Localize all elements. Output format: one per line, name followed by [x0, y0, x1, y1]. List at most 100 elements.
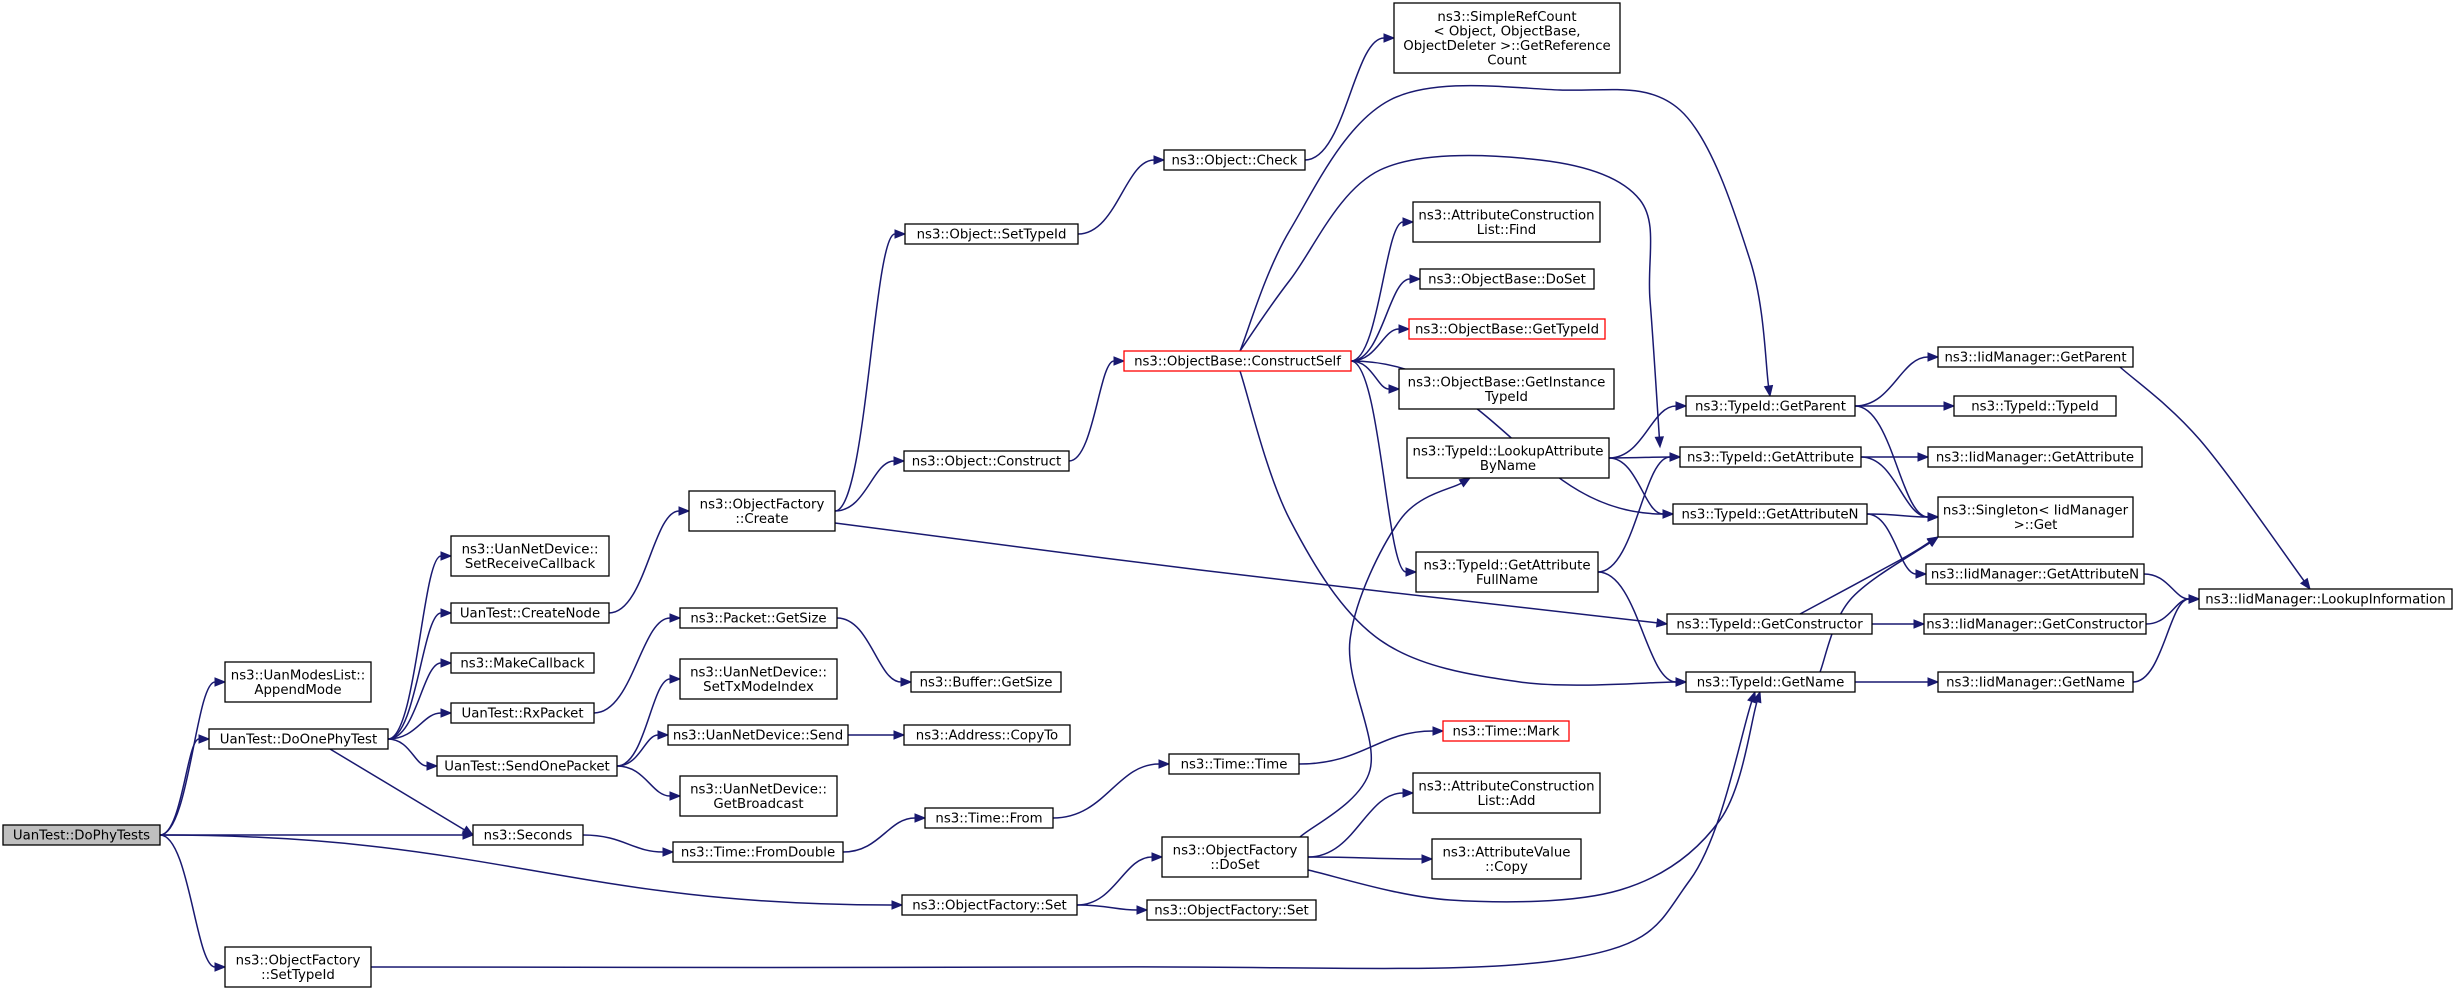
- node-label: ns3::UanModesList::: [231, 668, 365, 683]
- node-get-ref-count[interactable]: ns3::SimpleRefCount< Object, ObjectBase,…: [1393, 2, 1621, 74]
- node-iid-get-parent[interactable]: ns3::IidManager::GetParent: [1937, 346, 2134, 368]
- node-send-one[interactable]: UanTest::SendOnePacket: [436, 755, 618, 777]
- node-label: ns3::ObjectFactory::Set: [912, 899, 1066, 914]
- edge-arrowhead: [1409, 274, 1422, 284]
- node-label: UanTest::RxPacket: [461, 707, 583, 722]
- node-tid-get-attr-n[interactable]: ns3::TypeId::GetAttributeN: [1672, 503, 1868, 525]
- node-obj-check[interactable]: ns3::Object::Check: [1163, 149, 1306, 171]
- node-box: [679, 775, 838, 817]
- node-singleton-get[interactable]: ns3::Singleton< IidManager>::Get: [1937, 496, 2134, 538]
- node-ob-do-set[interactable]: ns3::ObjectBase::DoSet: [1419, 268, 1595, 290]
- edge-line: [2143, 573, 2190, 600]
- edge-line: [1068, 360, 1115, 462]
- node-set-tx-mode[interactable]: ns3::UanNetDevice::SetTxModeIndex: [679, 658, 838, 700]
- node-dev-send[interactable]: ns3::UanNetDevice::Send: [667, 724, 849, 746]
- edge-line: [159, 681, 216, 836]
- node-iid-get-name[interactable]: ns3::IidManager::GetName: [1937, 671, 2134, 693]
- edge-do-one-phy-to-seconds: [329, 748, 475, 836]
- node-obj-construct[interactable]: ns3::Object::Construct: [903, 450, 1070, 472]
- node-label: ns3::UanNetDevice::Send: [673, 729, 843, 744]
- node-label: ns3::TypeId::GetConstructor: [1676, 618, 1863, 633]
- node-box: [1123, 350, 1352, 372]
- node-buf-get-size[interactable]: ns3::Buffer::GetSize: [910, 671, 1062, 693]
- node-box: [1161, 836, 1309, 878]
- node-root[interactable]: UanTest::DoPhyTests: [2, 824, 161, 846]
- node-box: [1431, 838, 1582, 880]
- node-label: ByName: [1480, 459, 1536, 474]
- node-box: [1685, 671, 1856, 693]
- node-get-bcast[interactable]: ns3::UanNetDevice::GetBroadcast: [679, 775, 838, 817]
- node-box: [2, 824, 161, 846]
- node-addr-copy-to[interactable]: ns3::Address::CopyTo: [903, 724, 1071, 746]
- edge-arrowhead: [1763, 384, 1774, 398]
- node-box: [1406, 437, 1610, 479]
- node-iid-get-attr[interactable]: ns3::IidManager::GetAttribute: [1927, 446, 2143, 468]
- node-av-copy[interactable]: ns3::AttributeValue::Copy: [1431, 838, 1582, 880]
- edge-root-to-of-set: [159, 834, 904, 910]
- edge-line: [159, 834, 893, 906]
- node-obj-set-type-id[interactable]: ns3::Object::SetTypeId: [904, 223, 1079, 245]
- edge-line: [387, 612, 442, 740]
- edge-line: [616, 765, 671, 797]
- node-iid-lookup[interactable]: ns3::IidManager::LookupInformation: [2198, 588, 2453, 610]
- edge-arrowhead: [1662, 509, 1675, 519]
- edge-arrowhead: [440, 658, 453, 668]
- edge-arrowhead: [1654, 436, 1665, 449]
- node-construct-self[interactable]: ns3::ObjectBase::ConstructSelf: [1123, 350, 1352, 372]
- node-append-mode[interactable]: ns3::UanModesList::AppendMode: [224, 661, 372, 703]
- node-box: [450, 535, 610, 577]
- node-box: [224, 946, 372, 988]
- node-of-set[interactable]: ns3::ObjectFactory::Set: [901, 894, 1078, 916]
- node-time-from[interactable]: ns3::Time::From: [924, 807, 1054, 829]
- node-pkt-get-size[interactable]: ns3::Packet::GetSize: [679, 607, 838, 629]
- node-of-create[interactable]: ns3::ObjectFactory::Create: [688, 490, 836, 532]
- edge-lookup-attr-to-tid-get-attr-n: [1608, 457, 1675, 519]
- node-iid-get-ctor[interactable]: ns3::IidManager::GetConstructor: [1923, 613, 2147, 635]
- edge-arrowhead: [1927, 677, 1940, 687]
- node-label: ns3::IidManager::GetAttributeN: [1931, 568, 2139, 583]
- node-time-time[interactable]: ns3::Time::Time: [1168, 753, 1300, 775]
- node-tid-get-name[interactable]: ns3::TypeId::GetName: [1685, 671, 1856, 693]
- edge-arrowhead: [440, 708, 453, 718]
- node-tid-get-parent[interactable]: ns3::TypeId::GetParent: [1685, 395, 1856, 417]
- node-label: ns3::Singleton< IidManager: [1943, 503, 2129, 518]
- node-tid-get-ctor[interactable]: ns3::TypeId::GetConstructor: [1666, 613, 1873, 635]
- edge-line: [1239, 84, 1770, 387]
- node-box: [1419, 268, 1595, 290]
- node-create-node[interactable]: UanTest::CreateNode: [450, 602, 610, 624]
- node-time-mark[interactable]: ns3::Time::Mark: [1442, 720, 1570, 742]
- node-ob-get-type-id[interactable]: ns3::ObjectBase::GetTypeId: [1408, 318, 1606, 340]
- node-label: ns3::Time::Mark: [1452, 725, 1559, 740]
- edge-line: [1819, 542, 1931, 673]
- edge-of-set-to-of-do-set: [1076, 852, 1164, 906]
- edge-obj-construct-to-construct-self: [1068, 356, 1126, 462]
- node-tid-type-id[interactable]: ns3::TypeId::TypeId: [1953, 395, 2117, 417]
- node-from-double[interactable]: ns3::Time::FromDouble: [672, 841, 844, 863]
- edge-arrowhead: [1388, 384, 1401, 394]
- node-iid-get-attr-n[interactable]: ns3::IidManager::GetAttributeN: [1925, 563, 2145, 585]
- node-of-do-set[interactable]: ns3::ObjectFactory::DoSet: [1161, 836, 1309, 878]
- edge-line: [1854, 356, 1929, 407]
- node-label: ns3::ObjectFactory::Set: [1154, 904, 1308, 919]
- node-box: [924, 807, 1054, 829]
- node-do-one-phy[interactable]: UanTest::DoOnePhyTest: [208, 728, 389, 750]
- node-box: [1937, 346, 2134, 368]
- node-label: ns3::Buffer::GetSize: [920, 676, 1053, 691]
- node-make-cb[interactable]: ns3::MakeCallback: [450, 652, 595, 674]
- node-seconds[interactable]: ns3::Seconds: [472, 824, 584, 846]
- node-rx-packet[interactable]: UanTest::RxPacket: [450, 702, 595, 724]
- node-of-set2[interactable]: ns3::ObjectFactory::Set: [1146, 899, 1317, 921]
- edge-construct-self-to-ob-get-type-id: [1350, 324, 1411, 362]
- node-of-set-type-id[interactable]: ns3::ObjectFactory::SetTypeId: [224, 946, 372, 988]
- node-set-recv-cb[interactable]: ns3::UanNetDevice::SetReceiveCallback: [450, 535, 610, 577]
- node-tid-get-attr[interactable]: ns3::TypeId::GetAttribute: [1679, 446, 1862, 468]
- node-label: ns3::ObjectFactory: [700, 497, 825, 512]
- node-label: ns3::Time::FromDouble: [681, 846, 835, 861]
- node-box: [1953, 395, 2117, 417]
- edge-tid-get-name-to-iid-get-name: [1854, 677, 1940, 687]
